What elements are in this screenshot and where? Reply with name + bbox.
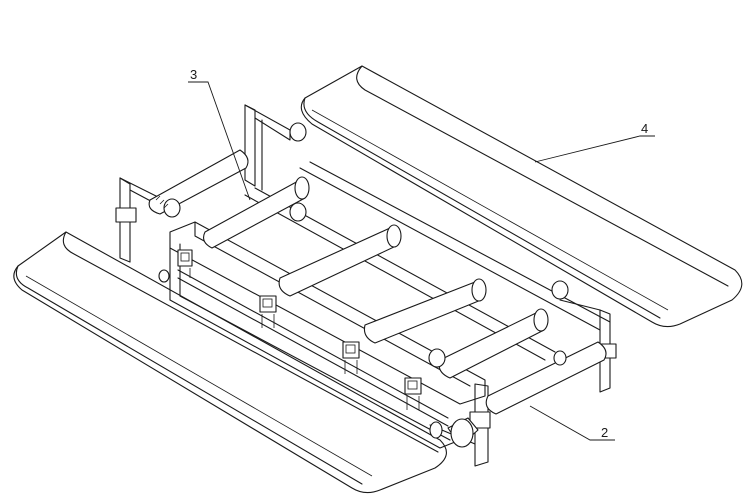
roller-3: [363, 278, 487, 344]
spring-coupling-right: [289, 122, 569, 368]
label-3: 3: [190, 67, 197, 82]
clamp-block-1: [177, 249, 193, 278]
roller-2: [278, 224, 402, 297]
conveyor-belt-right: [300, 65, 743, 328]
support-frame: [115, 104, 617, 467]
label-2: 2: [601, 425, 608, 440]
leader-4: [534, 135, 655, 163]
roller-4: [438, 308, 549, 379]
spring-coupling-left: [155, 195, 181, 283]
roller-1: [203, 176, 310, 249]
leader-2: [529, 405, 615, 441]
leader-3: [188, 81, 251, 201]
drive-motor: [429, 417, 479, 448]
clamp-block-3: [342, 341, 360, 374]
label-4: 4: [641, 121, 648, 136]
clamp-block-4: [404, 377, 422, 410]
conveyor-belt-left: [13, 231, 447, 494]
roller-frame: [169, 161, 611, 449]
clamp-block-2: [259, 295, 277, 328]
